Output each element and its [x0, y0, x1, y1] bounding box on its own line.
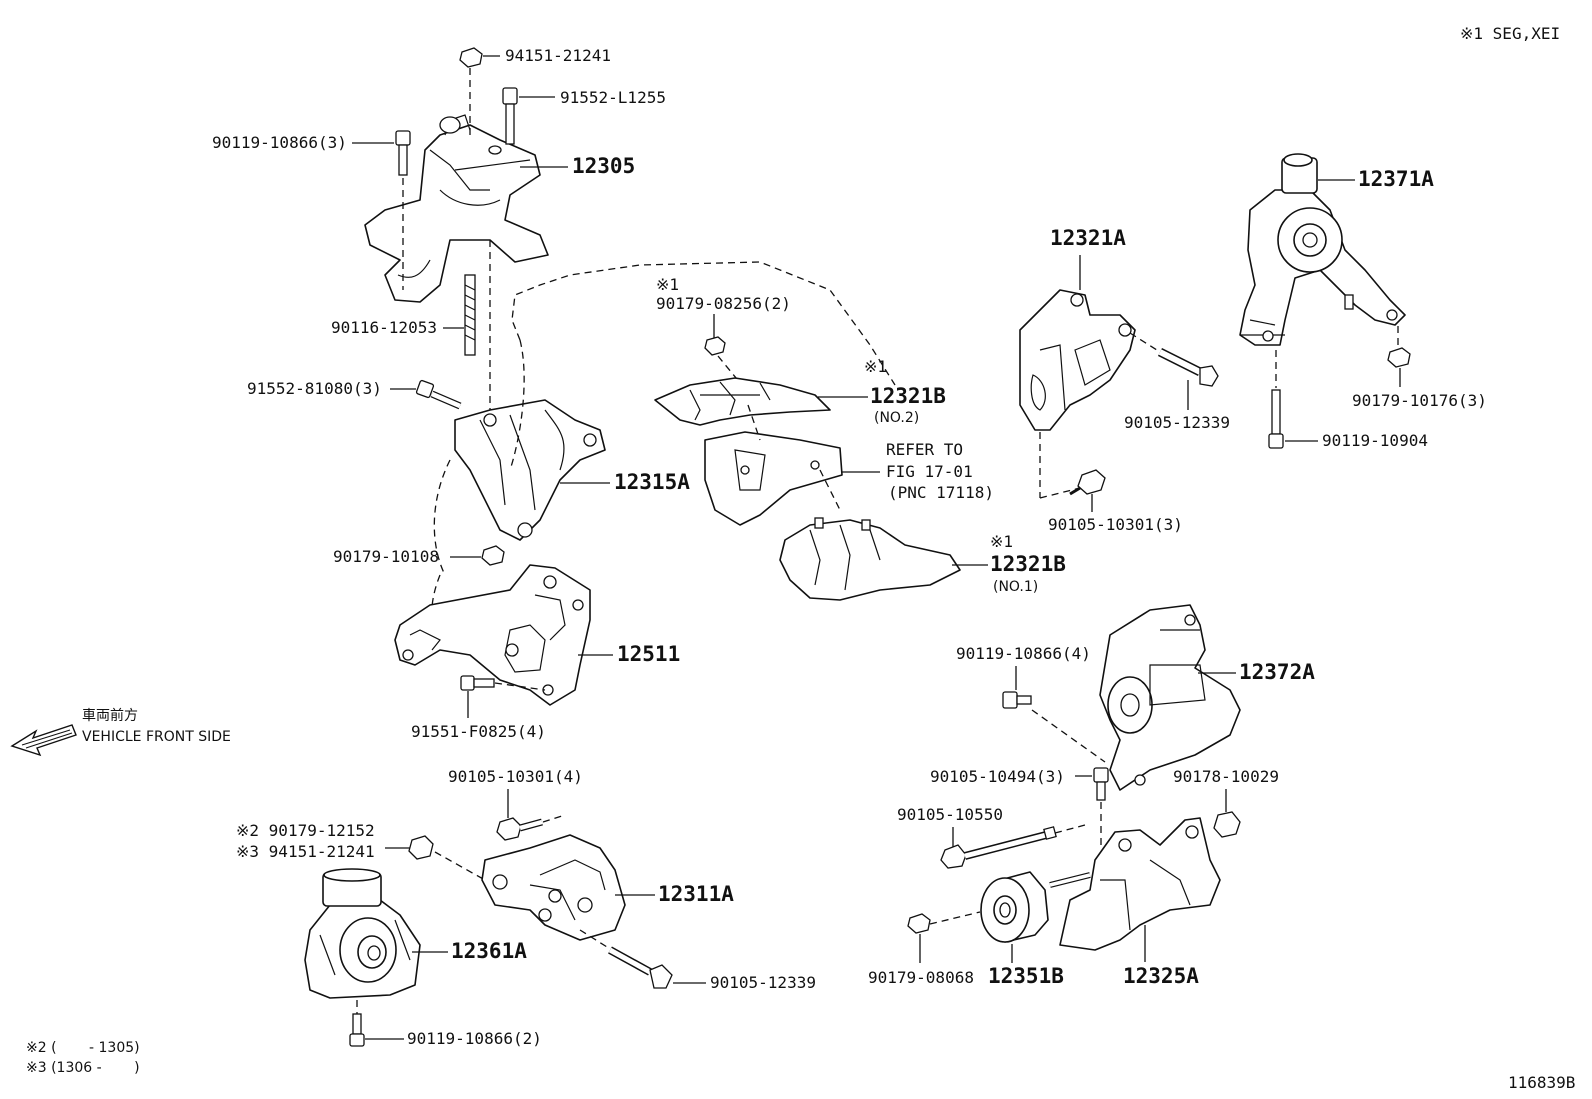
label-91551-F0825-4: 91551-F0825(4)	[411, 722, 546, 741]
bracket-12311A-illustration	[481, 834, 626, 941]
bolt-icon	[1069, 469, 1106, 496]
bolt-icon	[608, 946, 673, 989]
label-90179-10108: 90179-10108	[333, 547, 439, 566]
label-90119-10866-4: 90119-10866(4)	[956, 644, 1091, 663]
plate-refer-fig-17-01-illustration	[704, 431, 843, 526]
mount-12371A-illustration	[1239, 153, 1406, 346]
label-90105-10301-3: 90105-10301(3)	[1048, 515, 1183, 534]
figure-number: 116839B	[1508, 1073, 1575, 1092]
nut-icon	[1213, 811, 1241, 838]
mount-12305-illustration	[364, 114, 549, 303]
mark-1-12321B-no2: ※1	[864, 357, 887, 376]
long-bolt-icon	[940, 826, 1057, 869]
nut-icon	[481, 545, 505, 566]
label-pnc-17118: (PNC 17118)	[888, 483, 994, 502]
label-12321A: 12321A	[1050, 226, 1126, 250]
label-90119-10866-2: 90119-10866(2)	[407, 1029, 542, 1048]
label-90105-10301-4: 90105-10301(4)	[448, 767, 583, 786]
bolt-icon	[496, 817, 543, 841]
label-12311A: 12311A	[658, 882, 734, 906]
label-90105-10494-3: 90105-10494(3)	[930, 767, 1065, 786]
stud-icon	[464, 274, 476, 356]
footnote-3: ※3 (1306 - )	[26, 1060, 140, 1076]
bolt-icon	[395, 130, 411, 176]
label-90116-12053: 90116-12053	[331, 318, 437, 337]
nut-icon	[1387, 347, 1411, 368]
heat-insulator-12321B-no2-illustration	[654, 377, 831, 426]
mount-12361A-illustration	[304, 868, 421, 999]
nut-icon	[408, 835, 434, 860]
bolt-icon	[1268, 389, 1284, 449]
nut-icon	[704, 336, 726, 356]
footnote-2: ※2 ( - 1305)	[26, 1040, 140, 1056]
variant-note: ※1 SEG,XEI	[1460, 24, 1560, 43]
label-12321B-bottom: 12321B	[990, 552, 1066, 576]
label-refer-to: REFER TO	[886, 440, 963, 459]
label-90105-12339-right: 90105-12339	[1124, 413, 1230, 432]
label-12321B-top: 12321B	[870, 384, 946, 408]
mark-1-90179-08256: ※1	[656, 275, 679, 294]
label-12351B: 12351B	[988, 964, 1064, 988]
label-91552-L1255: 91552-L1255	[560, 88, 666, 107]
label-94151-21241-top: 94151-21241	[505, 46, 611, 65]
label-90105-12339-bottom: 90105-12339	[710, 973, 816, 992]
bolt-icon	[1093, 767, 1109, 801]
label-91552-81080-3: 91552-81080(3)	[247, 379, 382, 398]
label-12372A: 12372A	[1239, 660, 1315, 684]
label-90179-08256-2: 90179-08256(2)	[656, 294, 791, 313]
mount-12372A-illustration	[1099, 604, 1241, 791]
label-90119-10866-3: 90119-10866(3)	[212, 133, 347, 152]
label-90179-10176-3: 90179-10176(3)	[1352, 391, 1487, 410]
bolt-icon	[1002, 691, 1032, 709]
nut-icon	[459, 47, 483, 68]
vehicle-front-arrow-icon	[10, 724, 77, 757]
label-12511: 12511	[617, 642, 680, 666]
bolt-icon	[349, 1013, 365, 1047]
label-94151-21241-bottom: ※3 94151-21241	[236, 842, 375, 861]
label-90119-10904: 90119-10904	[1322, 431, 1428, 450]
label-90179-12152: ※2 90179-12152	[236, 821, 375, 840]
label-90179-08068: 90179-08068	[868, 968, 974, 987]
bolt-icon	[460, 675, 495, 691]
nut-icon	[907, 913, 931, 934]
label-90105-10550: 90105-10550	[897, 805, 1003, 824]
label-12371A: 12371A	[1358, 167, 1434, 191]
mark-1-12321B-no1: ※1	[990, 532, 1013, 551]
label-fig-17-01: FIG 17-01	[886, 462, 973, 481]
label-12325A: 12325A	[1123, 964, 1199, 988]
label-12305: 12305	[572, 154, 635, 178]
front-side-label-en: VEHICLE FRONT SIDE	[82, 729, 231, 745]
bracket-12315A-illustration	[454, 399, 606, 541]
bolt-icon	[502, 87, 518, 145]
bushing-12351B-illustration	[980, 871, 1049, 943]
bolt-icon	[415, 379, 462, 410]
bolt-icon	[1157, 347, 1219, 387]
bracket-12325A-illustration	[1049, 817, 1221, 951]
label-90178-10029: 90178-10029	[1173, 767, 1279, 786]
label-12315A: 12315A	[614, 470, 690, 494]
label-12321B-no1: (NO.1)	[993, 579, 1038, 595]
front-side-label-jp: 車両前方	[82, 707, 138, 724]
bracket-12321A-illustration	[1019, 289, 1136, 431]
label-12361A: 12361A	[451, 939, 527, 963]
heat-insulator-12321B-no1-illustration	[779, 517, 961, 601]
label-12321B-no2: (NO.2)	[874, 410, 919, 426]
